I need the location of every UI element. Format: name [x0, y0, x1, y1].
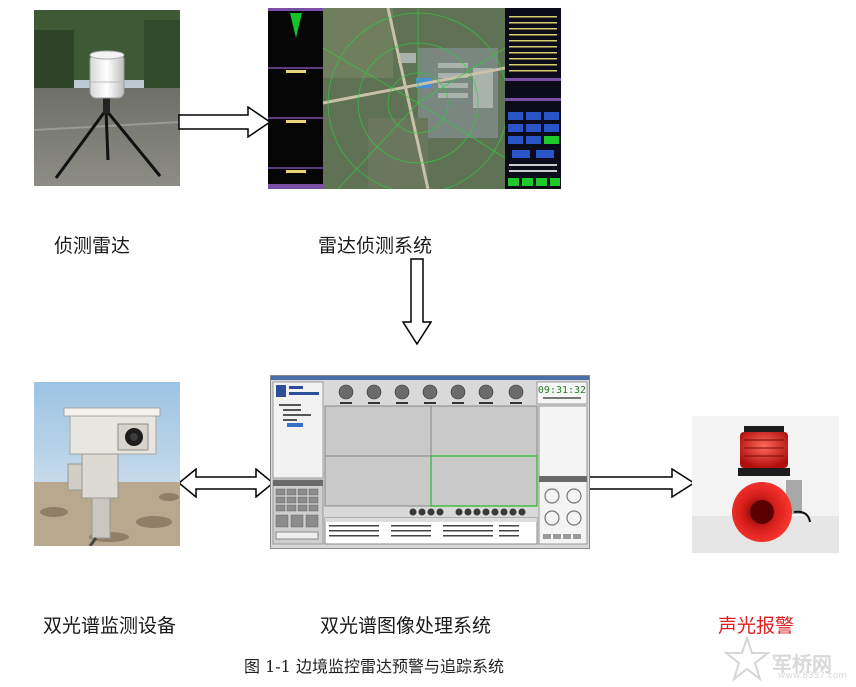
radar-system-screen [268, 8, 561, 189]
watermark-text: 军桥网 [772, 652, 832, 676]
radar-label: 侦测雷达 [54, 235, 131, 257]
dual-spectrum-system-label: 双光谱图像处理系统 [320, 615, 492, 637]
radar-sweep-icon [290, 13, 302, 38]
radar-photo [34, 10, 180, 186]
alarm-label: 声光报警 [718, 615, 795, 637]
radar-system-label: 雷达侦测系统 [318, 235, 433, 257]
watermark-url: www.8337.com [778, 671, 848, 681]
watermark-star-icon [724, 636, 770, 682]
arrow-right-radar-to-system [178, 106, 272, 138]
dual-spectrum-system-screen: 09:31:32 [270, 375, 590, 549]
arrow-bidirectional-device-system [178, 468, 274, 498]
dual-spectrum-device-label: 双光谱监测设备 [43, 615, 177, 637]
arrow-right-system-to-alarm [588, 468, 696, 498]
figure-caption: 图 1-1 边境监控雷达预警与追踪系统 [244, 657, 504, 676]
arrow-down-system-to-image [402, 258, 432, 346]
alarm-photo [692, 416, 839, 553]
dual-spectrum-device-photo [34, 382, 180, 546]
clock-display: 09:31:32 [538, 385, 586, 396]
